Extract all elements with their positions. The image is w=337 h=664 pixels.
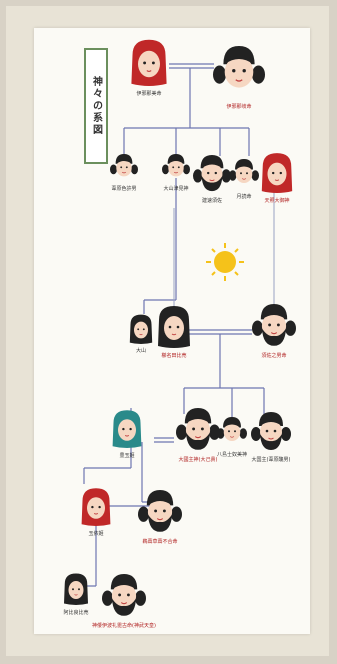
chart-title: 神々の系図 xyxy=(90,76,102,136)
god-bearded-icon xyxy=(102,574,146,616)
moon-icon xyxy=(138,244,154,276)
name-label-izanagi: 伊邪那岐命 xyxy=(226,103,252,110)
name-label-kushinada: 櫛名田比売 xyxy=(161,353,187,359)
name-label-p15: 玉依姫 xyxy=(88,530,104,537)
god-small-icon xyxy=(217,417,247,441)
name-label-okuninushi: 大國主神(大己貴) xyxy=(178,457,218,464)
name-label-tsukuyomi: 建速須佐 xyxy=(201,197,223,204)
sun-icon xyxy=(206,243,244,281)
chart-title-box: 神々の系図 xyxy=(84,48,108,164)
name-label-p14: 大国主(葦原醜男) xyxy=(251,457,291,463)
goddess-small-icon xyxy=(129,314,153,344)
page-frame: 神々の系図 伊邪那美命伊邪那岐命葦原色許男 大山津見神建速須佐 月読命天照大御神大山… xyxy=(6,6,329,656)
goddess-red-hair-icon xyxy=(81,488,111,526)
goddess-red-hair-icon xyxy=(131,39,167,86)
god-bearded-icon xyxy=(176,408,220,450)
god-bearded-icon xyxy=(193,155,231,192)
genealogy-diagram xyxy=(64,39,296,616)
name-label-izanami: 伊邪那美命 xyxy=(136,91,162,98)
goddess-red-hair-icon xyxy=(261,153,293,193)
god-black-hair-icon xyxy=(213,46,265,88)
name-label-p13: 八島士奴美神 xyxy=(216,451,248,458)
god-bearded-icon xyxy=(252,304,296,346)
goddess-small-icon xyxy=(64,573,88,605)
name-label-p6: 月読命 xyxy=(236,193,252,200)
name-label-ugaya: 鵜葺草葺不合命 xyxy=(142,539,178,546)
god-bearded-icon xyxy=(251,412,291,450)
name-label-p17: 阿比良比売 xyxy=(63,609,89,616)
name-label-jimmu: 神倭伊波礼毘古命(神武天皇) xyxy=(92,623,156,630)
name-label-p11: 豊玉姫 xyxy=(119,452,135,459)
name-label-p3: 葦原色許男 xyxy=(111,186,137,193)
god-small-icon xyxy=(229,159,259,183)
name-label-p8: 大山 xyxy=(135,348,147,355)
goddess-black-hair-icon xyxy=(158,306,190,348)
goddess-teal-hair-icon xyxy=(112,410,142,448)
god-small-icon xyxy=(162,154,190,177)
genealogy-chart: 神々の系図 伊邪那美命伊邪那岐命葦原色許男 大山津見神建速須佐 月読命天照大御神大山… xyxy=(34,28,310,634)
name-label-susanoo: 須佐之男命 xyxy=(261,353,287,360)
god-small-icon xyxy=(110,154,138,177)
god-bearded-icon xyxy=(138,490,182,532)
name-label-amaterasu: 天照大御神 xyxy=(264,197,290,204)
name-label-p4: 大山津見神 xyxy=(163,186,189,193)
